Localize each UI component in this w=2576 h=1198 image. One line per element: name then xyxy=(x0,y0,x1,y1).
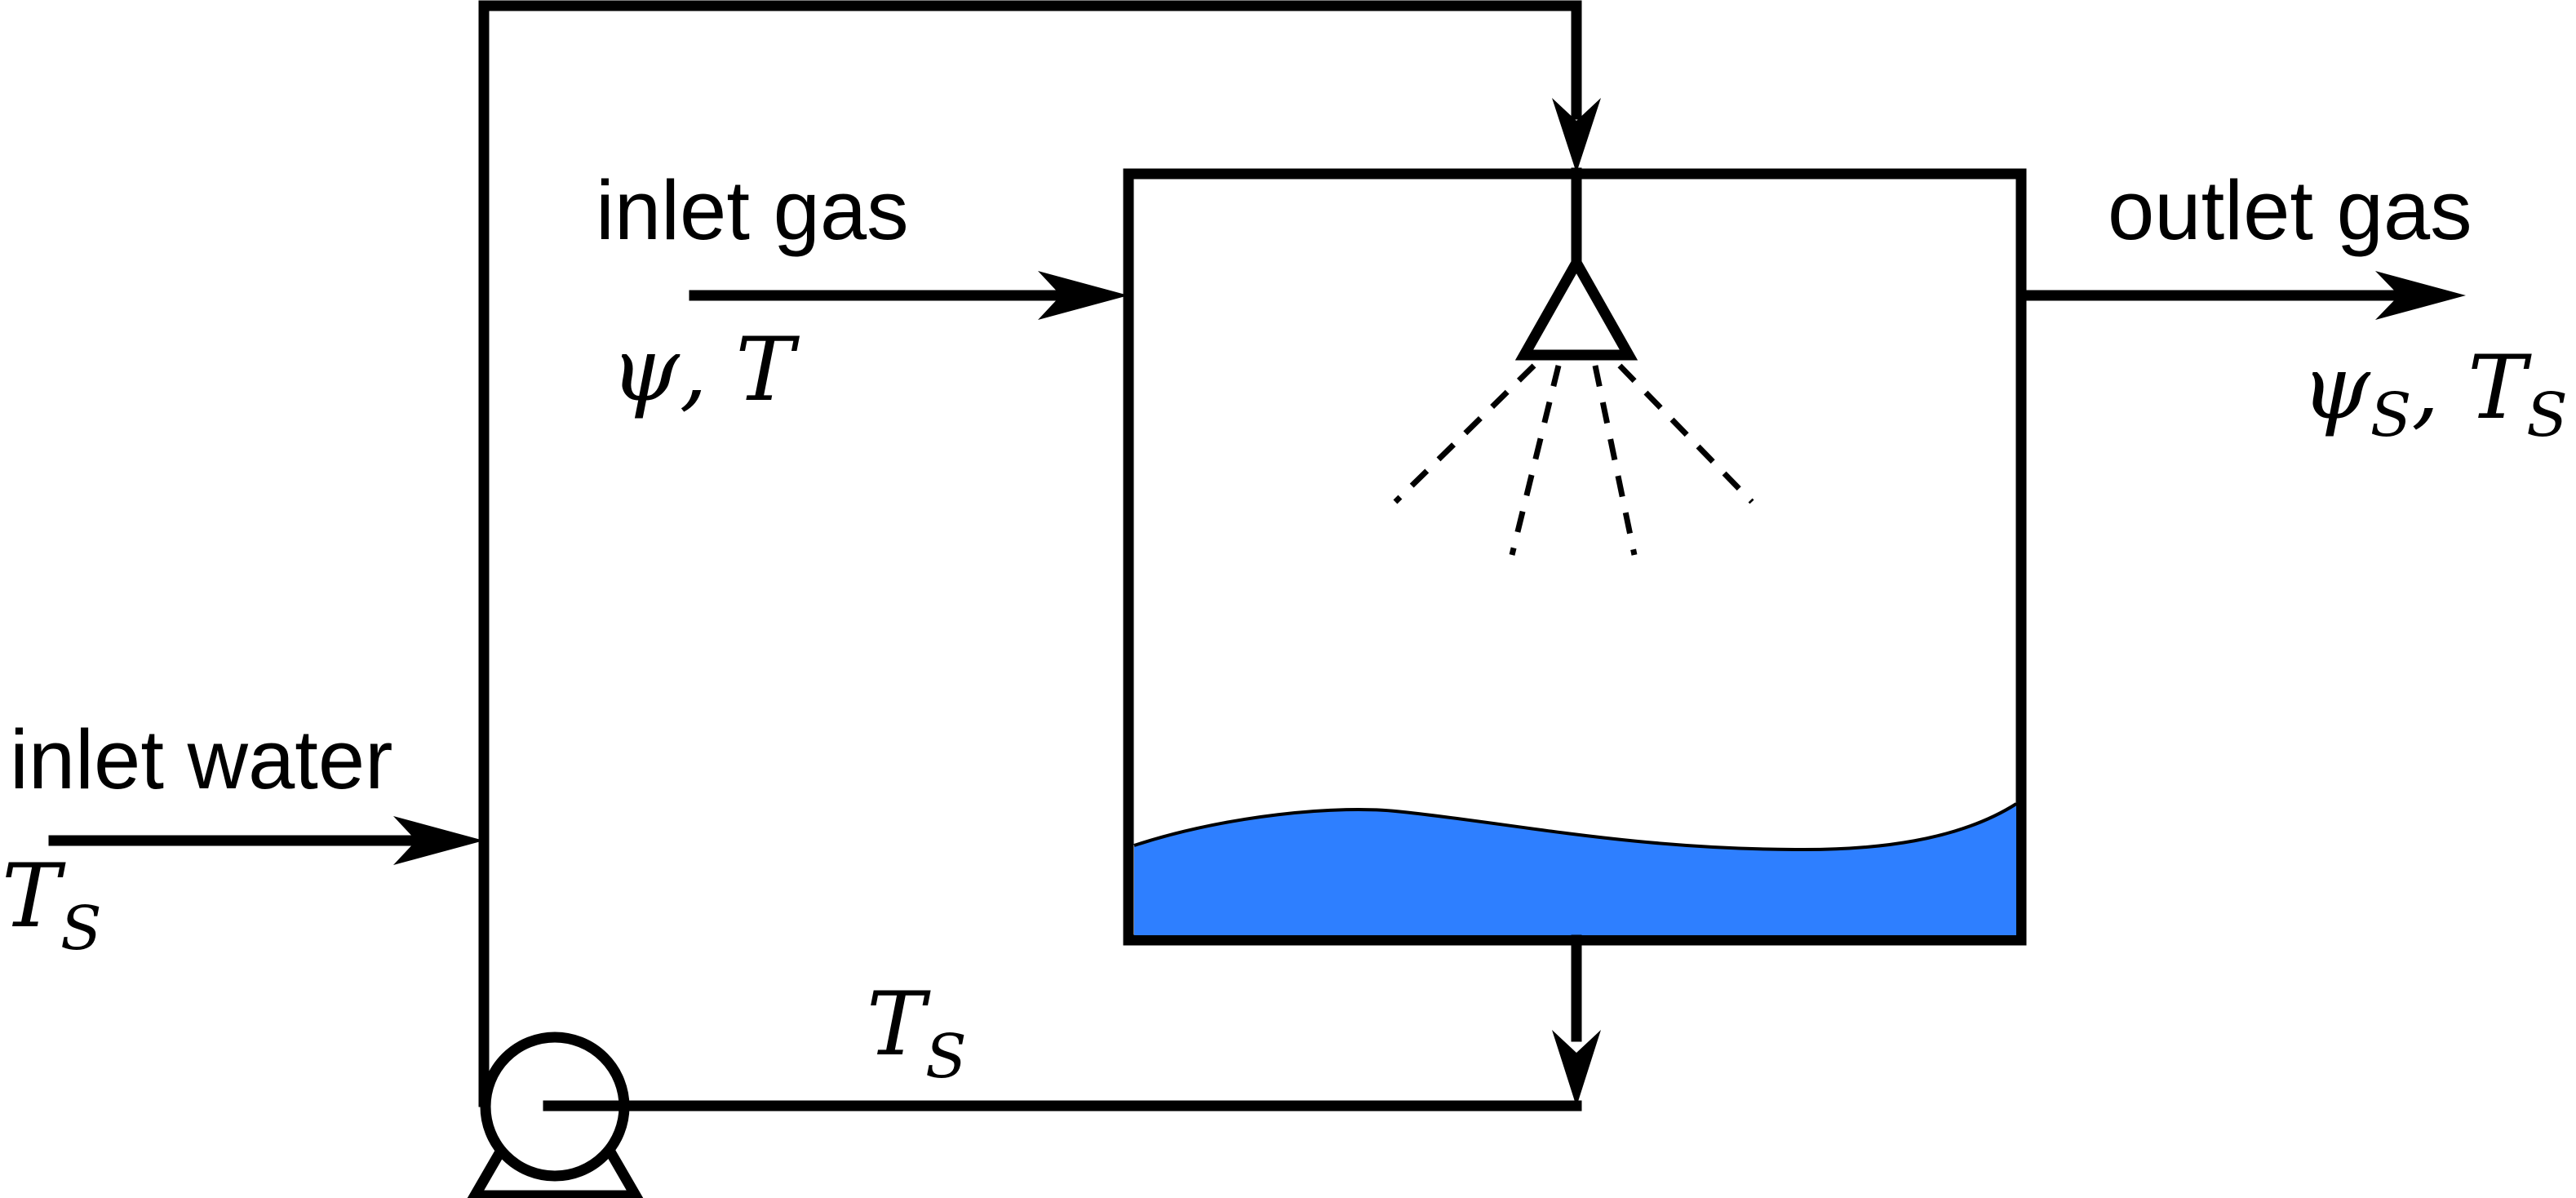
inlet-water-temperature: TS xyxy=(2,845,102,964)
water-surface xyxy=(1133,802,2018,852)
recycle-temperature: TS xyxy=(867,974,967,1092)
outlet-gas-state: ψS, TS xyxy=(2301,337,2568,450)
inlet-gas-label: inlet gas xyxy=(596,163,909,257)
pump-icon xyxy=(467,1032,644,1198)
outlet-gas-label: outlet gas xyxy=(2108,163,2472,257)
inlet-water-label: inlet water xyxy=(10,712,392,806)
recycle-line-up xyxy=(478,0,1582,1107)
recycle-arrowhead xyxy=(1552,98,1601,173)
inlet-gas-arrowhead xyxy=(1038,271,1128,320)
inlet-water-arrowhead xyxy=(393,816,484,865)
inlet-gas-state: ψ, T xyxy=(610,319,800,421)
water-pool xyxy=(1134,804,2016,935)
spray-nozzle-icon xyxy=(1393,251,1754,556)
drain-arrowhead xyxy=(1552,1030,1601,1107)
outlet-gas-arrowhead xyxy=(2375,271,2466,320)
